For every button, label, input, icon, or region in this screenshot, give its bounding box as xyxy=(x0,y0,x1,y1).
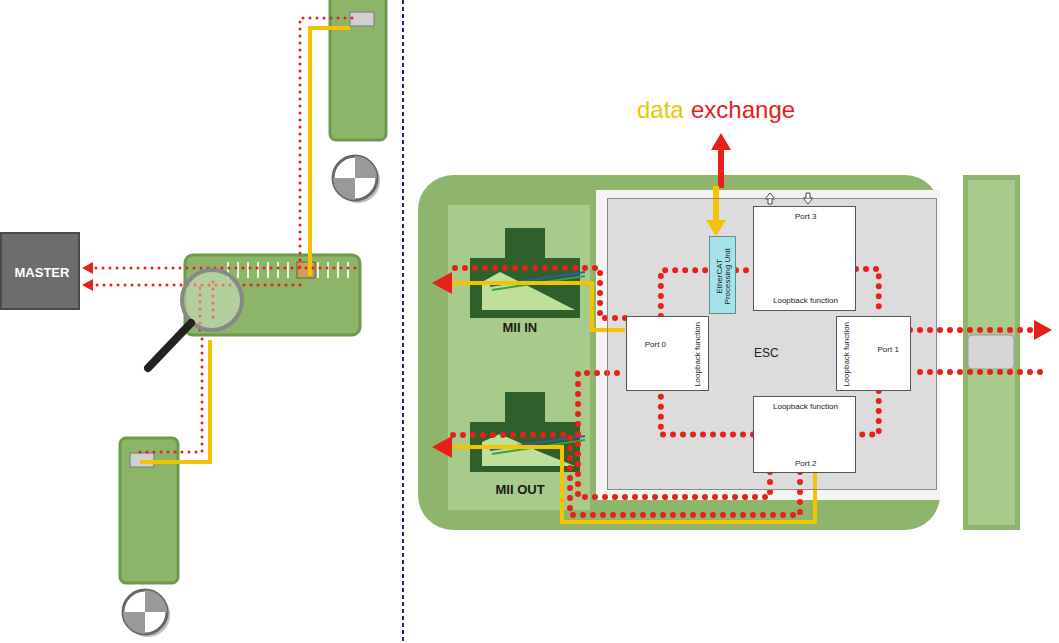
node-text: Loopback function xyxy=(773,297,838,306)
next-module xyxy=(963,175,1020,530)
port-box: Port 1 Loopback function xyxy=(836,316,911,391)
rj45-contacts xyxy=(482,272,575,310)
slave-housing xyxy=(418,175,940,530)
chip-ground xyxy=(596,190,940,500)
node-text: Port 2 xyxy=(795,460,816,469)
node-text: Port 3 xyxy=(795,213,816,222)
slave-module xyxy=(120,438,178,583)
master-box: MASTER xyxy=(0,232,80,310)
motor-quadrants xyxy=(333,156,377,200)
rj45-connector xyxy=(470,228,580,318)
motor-quadrants xyxy=(123,590,167,634)
module-connector xyxy=(350,12,374,26)
esc-chip-fill xyxy=(607,198,937,490)
frame-flow-connector xyxy=(856,269,879,316)
esc-chip: ESC EtherCAT Processing Unit Port 3 Loopbac… xyxy=(607,198,937,490)
mii-panel xyxy=(448,205,590,510)
port-box: Port 0 Loopback function xyxy=(626,316,709,391)
module-connector xyxy=(297,262,315,278)
node-text: Port 0 xyxy=(645,341,666,350)
frame-flow-connector xyxy=(661,270,709,316)
port-box: Port 3 Loopback function xyxy=(753,206,856,311)
wire xyxy=(492,276,585,454)
port-label: MII OUT xyxy=(496,483,545,497)
process-data-line xyxy=(140,28,350,462)
flow-label: data xyxy=(637,97,684,123)
node-text: EtherCAT Processing Unit xyxy=(715,240,732,312)
arrow-head xyxy=(432,436,452,458)
next-connector xyxy=(968,335,1014,369)
node-text: Loopback function xyxy=(694,322,703,387)
arrow-head xyxy=(1034,320,1052,340)
port-box: Loopback functionPort 2 xyxy=(753,396,856,473)
magnifier-handle xyxy=(148,323,191,368)
flow-label: exchange xyxy=(691,97,795,123)
frame-flow-connector xyxy=(856,391,879,435)
processing-unit-box: EtherCAT Processing Unit xyxy=(709,236,736,314)
wire xyxy=(490,272,585,450)
exchange-arrow xyxy=(713,186,719,222)
node-text: Port 1 xyxy=(878,346,899,355)
node-text: ESC xyxy=(754,347,779,360)
divider-line xyxy=(402,0,404,643)
arrow-head xyxy=(706,220,726,236)
node-text: Loopback function xyxy=(843,322,852,387)
frame-flow-connector xyxy=(661,391,753,435)
arrow-head xyxy=(82,262,93,274)
motor-symbol xyxy=(123,590,167,634)
arrow-head xyxy=(711,133,731,150)
node-text: MASTER xyxy=(15,266,70,280)
frame-flow-connector xyxy=(736,267,753,273)
terminal-ridges xyxy=(228,262,348,278)
exchange-arrow xyxy=(718,146,724,188)
node-text: Loopback function xyxy=(773,403,838,412)
frame-flow-line xyxy=(92,18,355,452)
frame-flow-line xyxy=(448,268,1040,515)
arrow-head xyxy=(82,279,93,291)
arrow-head xyxy=(432,272,452,294)
motor-symbol xyxy=(333,156,377,200)
port-label: MII IN xyxy=(503,321,538,335)
slave-module xyxy=(330,0,386,140)
next-module-panel xyxy=(968,180,1015,525)
